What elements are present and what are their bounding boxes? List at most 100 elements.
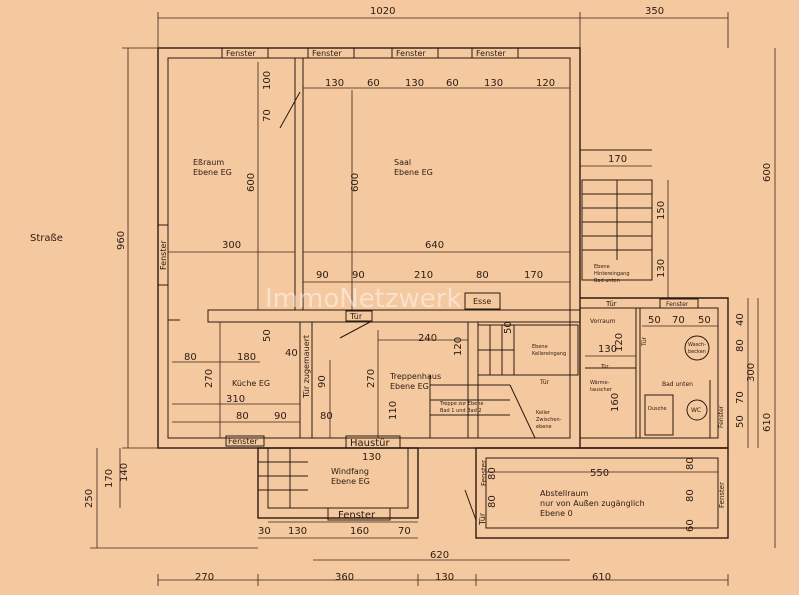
dim-treppe-90: 90: [317, 375, 328, 388]
dim-top-350: 350: [645, 6, 664, 17]
dim-right-40: 40: [735, 313, 746, 326]
door-label: Tür: [539, 379, 550, 386]
dim-right-600: 600: [762, 163, 773, 182]
misc-labels: Ebene Hintereingang Bad unten Ebene Kell…: [439, 264, 706, 430]
window-label: Fenster: [312, 49, 342, 58]
dim-saal-130a: 130: [325, 78, 344, 89]
room-windfang-name: Windfang: [331, 467, 369, 476]
dim-treppe-80: 80: [320, 411, 333, 422]
dim-saal-120: 120: [536, 78, 555, 89]
dim-stair-170: 170: [608, 154, 627, 165]
dim-abstell-550: 550: [590, 468, 609, 479]
dim-bad-50a: 50: [648, 315, 661, 326]
dim-bottom-610: 610: [592, 572, 611, 583]
dim-below-90a: 90: [316, 270, 329, 281]
dim-abstell-80b: 80: [487, 495, 498, 508]
dim-top-1020: 1020: [370, 6, 395, 17]
room-abstellraum-level: Ebene 0: [540, 509, 573, 518]
room-labels: Eßraum Ebene EG Saal Ebene EG Küche EG T…: [30, 158, 693, 518]
door-label: Tür: [605, 300, 617, 308]
dim-abstell-80a: 80: [487, 467, 498, 480]
dim-kueche-40: 40: [285, 348, 298, 359]
dim-below-90b: 90: [352, 270, 365, 281]
room-abstellraum-name: Abstellraum: [540, 489, 588, 498]
room-saal-name: Saal: [394, 158, 411, 167]
dim-saal-60b: 60: [446, 78, 459, 89]
hintereingang-line1: Ebene: [594, 264, 610, 270]
hintereingang-line2: Hintereingang: [594, 271, 630, 277]
kellereingang-line2: Kellereingang: [532, 351, 566, 357]
room-abstellraum-note: nur von Außen zugänglich: [540, 499, 645, 508]
dim-abstell-80d: 80: [685, 489, 696, 502]
window-label: Fenster: [476, 49, 506, 58]
dimension-text: 1020 350 960 170 140 250 600 610 40 80 3…: [84, 6, 773, 583]
dim-windfang-30: 30: [258, 526, 271, 537]
dim-treppe-120: 120: [453, 337, 464, 356]
dim-kueche-80b: 80: [236, 411, 249, 422]
window-label: Fenster: [228, 437, 258, 446]
dim-windfang-70: 70: [398, 526, 411, 537]
room-essraum-level: Ebene EG: [193, 168, 232, 177]
door-label: Fenster: [480, 460, 488, 486]
dim-treppe-240: 240: [418, 333, 437, 344]
dim-essraum-300: 300: [222, 240, 241, 251]
dim-windfang-top-130: 130: [362, 452, 381, 463]
dim-bottom-270: 270: [195, 572, 214, 583]
dim-kueche-80a: 80: [184, 352, 197, 363]
dim-left-960: 960: [116, 231, 127, 250]
window-label: Fenster: [718, 482, 726, 508]
door-label: Tür: [600, 364, 610, 370]
dim-bad-70: 70: [672, 315, 685, 326]
dim-treppe-110: 110: [388, 401, 399, 420]
dim-below-80: 80: [476, 270, 489, 281]
window-label: Fenster: [396, 49, 426, 58]
window-labels: Fenster Fenster Fenster Fenster Fenster …: [159, 47, 726, 521]
dim-windfang-130: 130: [288, 526, 307, 537]
room-treppenhaus-name: Treppenhaus: [389, 372, 441, 381]
treppe-zur-ebene-line2: Bad 1 und Bad 2: [440, 408, 482, 414]
dim-stair-130: 130: [656, 259, 667, 278]
dim-bottom-130: 130: [435, 572, 454, 583]
dim-essraum-70: 70: [262, 109, 273, 122]
dim-kueche-310: 310: [226, 394, 245, 405]
dim-saal-600: 600: [350, 173, 361, 192]
room-essraum-name: Eßraum: [193, 158, 224, 167]
dim-right-50: 50: [735, 415, 746, 428]
dim-treppe-270: 270: [366, 369, 377, 388]
door-label: Tür: [478, 512, 487, 526]
room-saal-level: Ebene EG: [394, 168, 433, 177]
door-labels: Tür Tür Tür Tür Tür Tür Fenster Tür zuge…: [302, 297, 648, 526]
dim-treppe-50: 50: [503, 321, 514, 334]
waschbecken-line1: Wasch-: [688, 342, 706, 348]
wc-label: WC: [691, 407, 701, 414]
dimension-lines: [90, 12, 776, 586]
chimney-label: Esse: [473, 297, 491, 306]
waermetauscher-line2: tauscher: [590, 387, 613, 393]
dim-saal-130b: 130: [405, 78, 424, 89]
dim-abstell-80c: 80: [685, 457, 696, 470]
dim-bad-160: 160: [610, 393, 621, 412]
keller-line3: ebene: [536, 424, 552, 430]
street-label: Straße: [30, 233, 63, 244]
dim-bad-50b: 50: [698, 315, 711, 326]
vorraum-label: Vorraum: [590, 318, 616, 325]
kellereingang-line1: Ebene: [532, 344, 548, 350]
room-windfang-level: Ebene EG: [331, 477, 370, 486]
keller-line2: Zwischen-: [536, 417, 562, 423]
window-label: Fenster: [338, 510, 376, 521]
room-kueche-name: Küche EG: [232, 379, 270, 388]
dim-right-80: 80: [735, 339, 746, 352]
waschbecken-line2: becken: [688, 349, 706, 355]
front-door-label: Haustür: [350, 438, 390, 449]
window-label: Fenster: [159, 240, 168, 270]
dusche-label: Dusche: [648, 406, 667, 412]
dim-left-140: 140: [119, 463, 130, 482]
watermark: ImmoNetzwerk: [265, 284, 462, 314]
dim-saal-130c: 130: [484, 78, 503, 89]
dim-abstell-60: 60: [685, 519, 696, 532]
dim-kueche-180: 180: [237, 352, 256, 363]
dim-bad-130: 130: [598, 344, 617, 355]
dim-essraum-100: 100: [262, 71, 273, 90]
fixtures: [279, 91, 710, 521]
waermetauscher-line1: Wärme-: [590, 380, 610, 386]
